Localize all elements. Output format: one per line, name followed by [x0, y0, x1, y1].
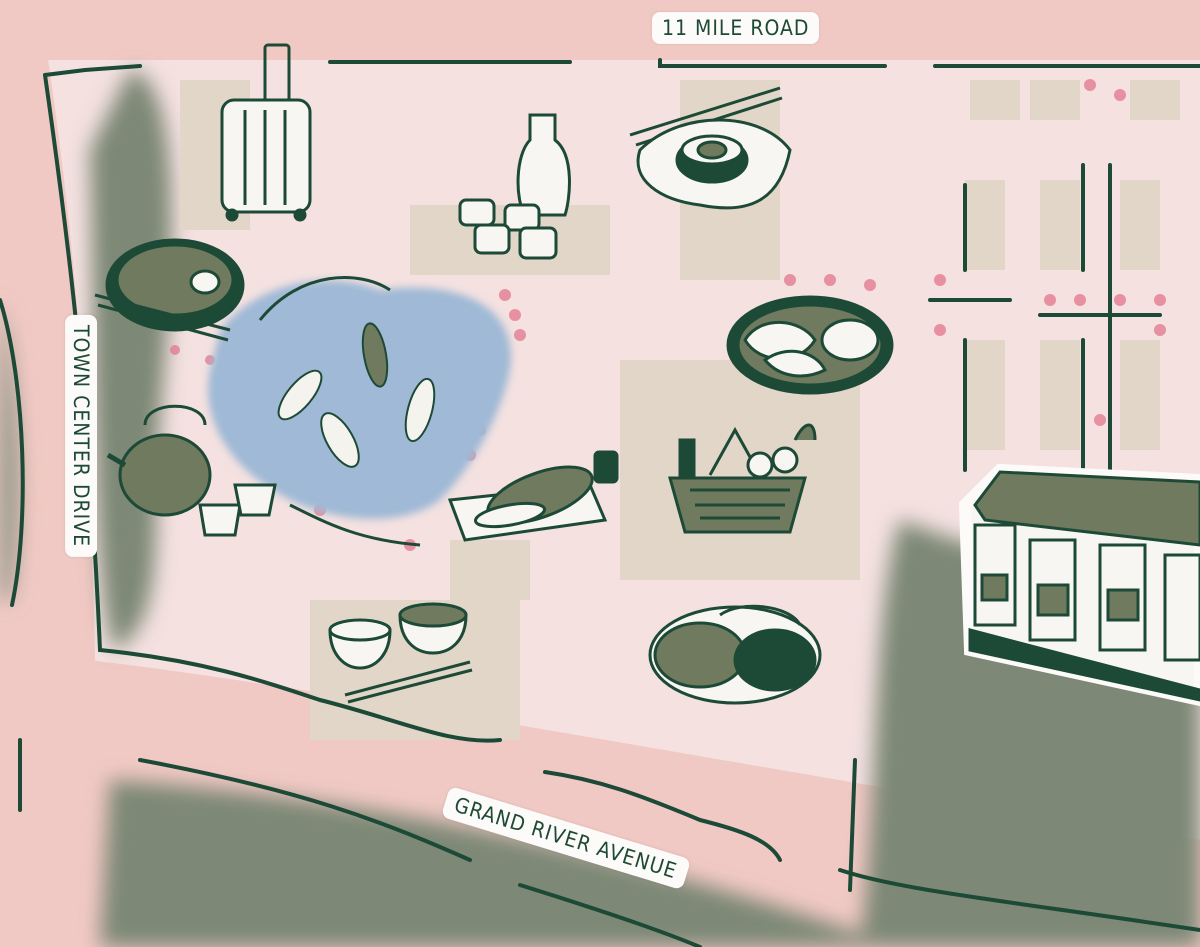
sushi-roll-plate-icon	[629, 86, 792, 210]
townhouses-icon	[958, 463, 1200, 707]
road-label-town-center-drive: TOWN CENTER DRIVE	[65, 314, 98, 558]
koi-pond	[208, 276, 511, 547]
teapot-icon	[106, 404, 277, 537]
ramen-bowl-icon	[94, 238, 245, 342]
salad-plate-icon	[648, 604, 822, 705]
grocery-basket-icon	[668, 423, 817, 534]
road-11-mile	[0, 0, 1200, 60]
road-label-11-mile-road: 11 MILE ROAD	[652, 12, 820, 44]
dumplings-plate-icon	[726, 295, 894, 395]
koi-fish	[277, 322, 436, 468]
rice-miso-bowls-icon	[328, 602, 473, 704]
suitcase-icon	[220, 43, 312, 222]
fish-market-icon	[447, 450, 619, 542]
sake-set-icon	[458, 113, 571, 260]
road-edges	[0, 58, 1200, 947]
tree-areas	[0, 70, 1200, 947]
